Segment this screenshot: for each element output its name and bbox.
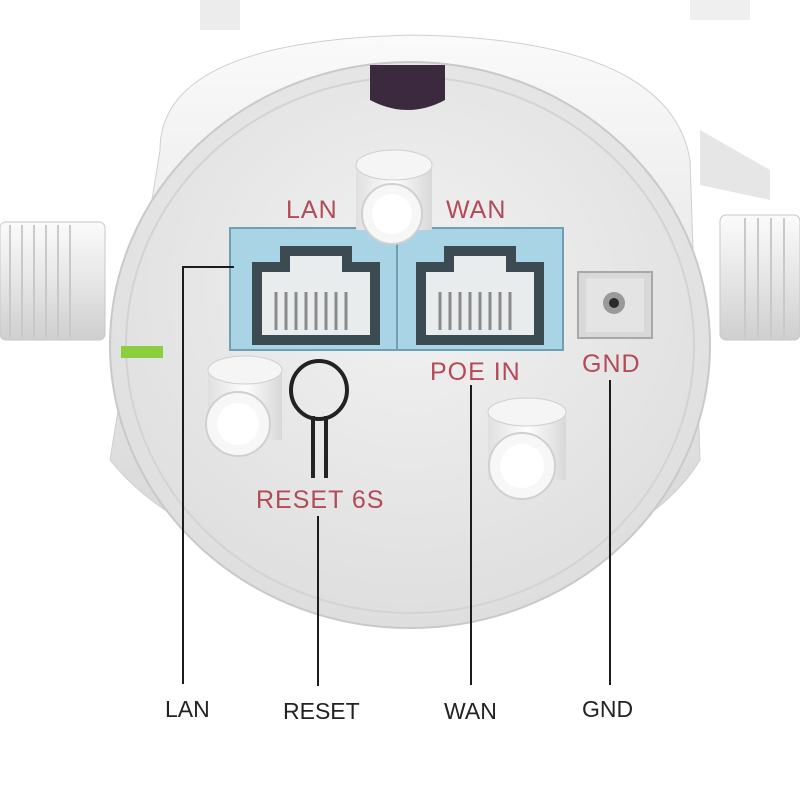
device-label-gnd: GND <box>582 350 641 378</box>
device-label-lan: LAN <box>286 196 338 224</box>
device-label-reset: RESET 6S <box>256 486 385 514</box>
gnd-terminal <box>577 271 653 339</box>
mounting-standoff <box>487 397 567 500</box>
device-label-poe-in: POE IN <box>430 358 521 386</box>
callout-reset: RESET <box>283 698 360 724</box>
leader-line-gnd <box>609 380 611 685</box>
left-cable-gland <box>0 221 106 341</box>
top-vent-slot <box>370 65 445 110</box>
lan-port <box>252 246 380 345</box>
device-label-wan: WAN <box>446 196 507 224</box>
housing-top <box>200 0 770 200</box>
callout-wan: WAN <box>444 698 497 724</box>
callout-gnd: GND <box>582 696 634 722</box>
leader-line-lan <box>182 266 184 684</box>
mounting-standoff <box>355 149 433 245</box>
leader-line-reset <box>317 516 319 686</box>
leader-line-lan-arm <box>182 266 234 268</box>
wan-port <box>416 246 544 345</box>
leader-line-wan <box>470 385 472 685</box>
status-led <box>121 346 163 358</box>
mounting-standoff <box>205 355 283 457</box>
callout-lan: LAN <box>165 696 210 722</box>
right-cable-gland <box>719 214 800 341</box>
reset-pin <box>289 359 349 478</box>
